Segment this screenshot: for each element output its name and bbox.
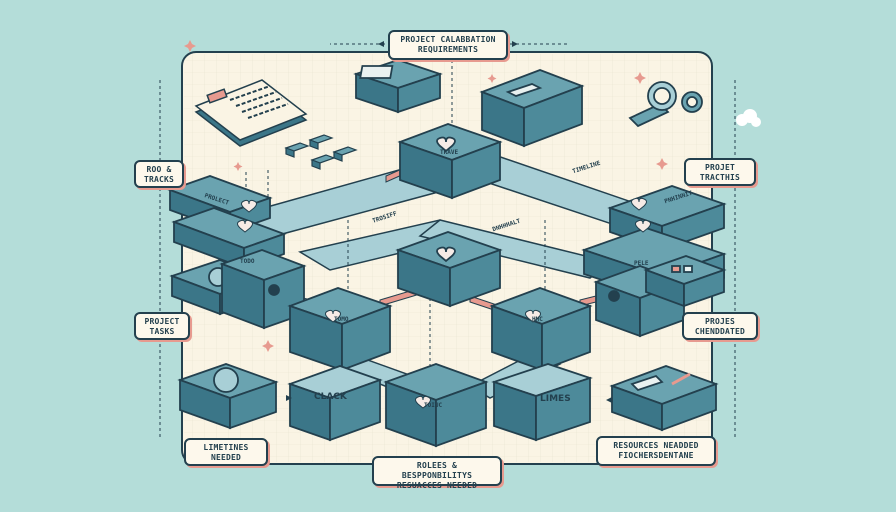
label-project-requirements: PROJECT CALABBATION REQUIREMENTS [388,30,508,60]
label-roo-tracks: ROO & TRACKS [134,160,184,188]
clipboard-icon [194,79,308,147]
box-center-top [397,123,503,200]
label-projes-chenddated: PROJES CHENDDATED [682,312,758,340]
label-roles-responsibilities: ROLEES & BESPPONBILITYS RESUACCES NEEDED [372,456,502,490]
box-lower-left [287,287,393,372]
label-line: LIMETINES [203,443,249,452]
tag-trave: TRAVE [440,149,459,156]
box-clack [287,365,383,442]
box-center-mid [395,231,503,308]
box-label-limes: LIMES [540,394,571,404]
box-bottom-right [609,365,719,432]
label-project-tasks: PROJECT TASKS [134,312,190,340]
label-line: RESUACCES NEEDED [396,481,478,490]
tag-tomo: TOMO [334,316,349,323]
tag-toiuc: TOIUC [424,402,443,409]
box-limes [491,363,593,442]
outer-dashed-lines [159,43,736,440]
label-line: PROJECT [144,317,180,326]
sparkle-icon [184,40,668,352]
box-top-document [353,59,443,114]
label-line: PROJES [704,317,736,326]
label-line: RESOURCES NEADDED [613,441,699,450]
label-line: ROLEES & BESPPONBILITYS [401,461,473,480]
label-resources-needed: RESOURCES NEADDED FIOCHERSDENTANE [596,436,716,466]
label-line: CHENDDATED [694,327,746,336]
box-left-middle [171,207,287,270]
box-top-right [479,69,585,148]
label-line: PROJECT CALABBATION [400,35,496,44]
label-line: TASKS [149,327,175,336]
small-blocks-icon [284,134,358,170]
box-label-clack: CLACK [314,392,347,402]
box-bottom-left [177,363,279,430]
box-lower-right [489,287,593,372]
tag-todo: TODO [240,258,255,265]
label-line: FIOCHERSDENTANE [618,451,694,460]
label-timelines-needed: LIMETINES NEEDED [184,438,268,466]
label-line: TRACKS [143,175,175,184]
label-projet-tracthis: PROJET TRACTHIS [684,158,756,186]
heart-markers [237,197,651,409]
cloud-icon [736,109,761,127]
tag-pele: PELE [634,260,649,267]
magnifier-icon [628,81,703,128]
tag-hmc: HMC [532,316,543,323]
label-line: PROJET [704,163,736,172]
box-right-lower [643,255,727,308]
label-line: ROO & [146,165,172,174]
label-line: REQUIREMENTS [417,45,479,54]
label-line: NEEDED [210,453,242,462]
label-line: TRACTHIS [699,173,741,182]
